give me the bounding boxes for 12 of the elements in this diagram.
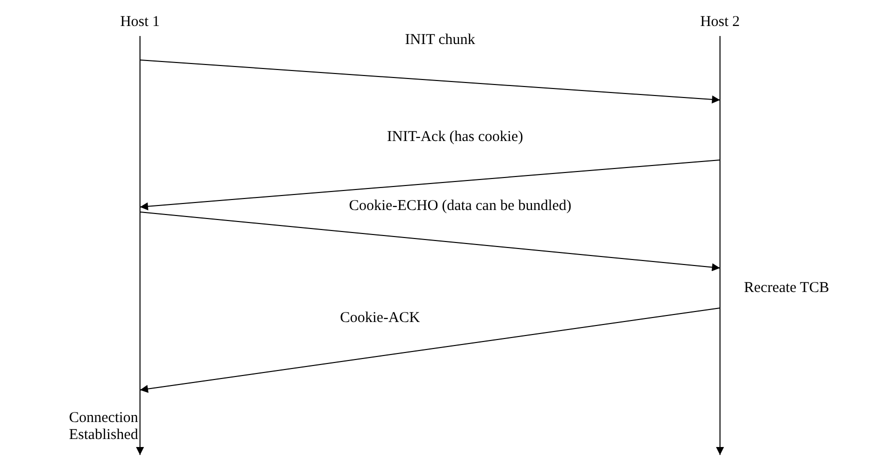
edge-label: Cookie-ECHO (data can be bundled) (349, 198, 572, 215)
edge-label: INIT-Ack (has cookie) (387, 129, 524, 146)
edge-label: INIT chunk (405, 32, 476, 49)
message-arrow (140, 308, 720, 393)
message-arrow (140, 60, 720, 104)
note-text: Connection Established (69, 410, 139, 444)
message-arrow (140, 160, 720, 210)
host-label: Host 1 (119, 14, 161, 31)
host-label: Host 2 (699, 14, 741, 31)
message-arrow (140, 212, 720, 272)
edge-label: Cookie-ACK (340, 310, 420, 327)
note-text: Recreate TCB (744, 280, 830, 297)
